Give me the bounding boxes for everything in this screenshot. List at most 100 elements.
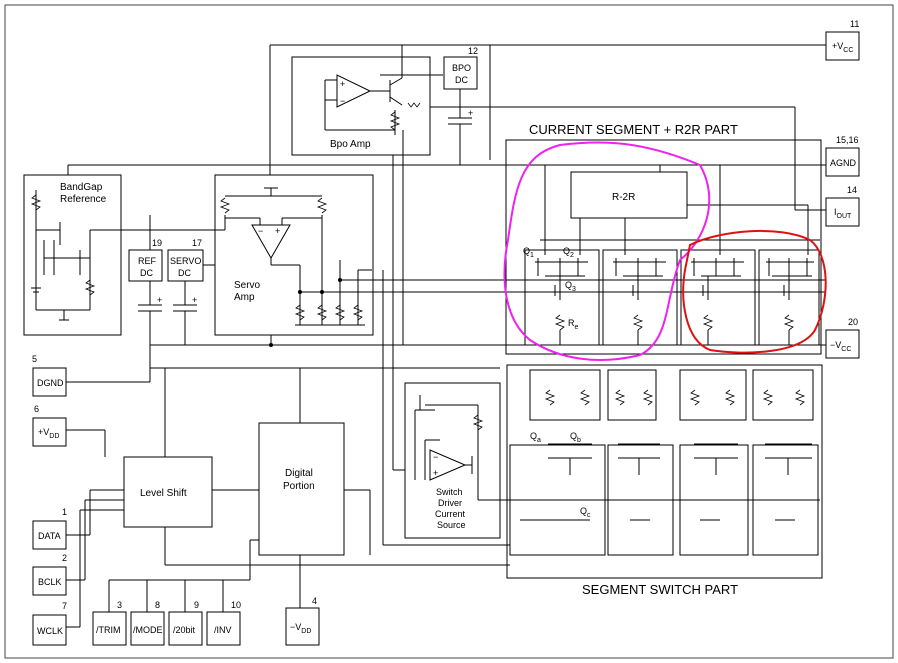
segment-switch-title: SEGMENT SWITCH PART <box>582 582 738 597</box>
pin-label: BCLK <box>38 577 62 587</box>
svg-text:Q3: Q3 <box>565 280 576 293</box>
pin-trim: 3 /TRIM <box>92 600 127 646</box>
digital-label: Digital <box>285 468 313 479</box>
pin-label: AGND <box>830 158 857 168</box>
pin-number: 14 <box>847 185 857 195</box>
pin-sub: DD <box>49 433 59 440</box>
pin-bclk: 2 BCLK <box>32 553 67 596</box>
pin-label: DC <box>140 268 153 278</box>
switch-driver-block: − + Switch Driver Current Source <box>404 382 520 539</box>
pin-vdd-neg: 4 −VDD <box>285 596 320 646</box>
qc-sub: c <box>587 512 591 519</box>
pin-label: WCLK <box>37 626 63 636</box>
svg-text:Q2: Q2 <box>563 246 574 259</box>
pin-iout: 14 IOUT <box>825 185 860 227</box>
qb-label: Q <box>570 431 577 441</box>
bandgap-label: Reference <box>60 194 107 205</box>
svg-text:Re: Re <box>568 318 579 331</box>
pin-label: /TRIM <box>96 625 121 635</box>
svg-text:Qc: Qc <box>580 506 591 519</box>
pin-number: 19 <box>152 238 162 248</box>
outer-frame <box>4 4 894 659</box>
re-label: R <box>568 318 575 328</box>
switch-driver-label: Source <box>437 520 466 530</box>
svg-text:−: − <box>340 96 345 106</box>
pin-number: 7 <box>62 601 67 611</box>
segment-switch-section: SEGMENT SWITCH PART <box>506 364 823 597</box>
current-segment-section: CURRENT SEGMENT + R2R PART R-2R <box>505 122 822 355</box>
digital-label: Portion <box>283 481 315 492</box>
pin-number: 4 <box>312 596 317 606</box>
pin-number: 20 <box>848 317 858 327</box>
pin-label: DATA <box>38 531 61 541</box>
pin-label: DC <box>178 268 191 278</box>
bpo-amp-label: Bpo Amp <box>330 139 371 150</box>
current-cell-2 <box>602 249 678 346</box>
svg-text:−VDD: −VDD <box>290 622 311 635</box>
pin-number: 3 <box>117 600 122 610</box>
pin-label: DC <box>455 75 468 85</box>
svg-text:−VCC: −VCC <box>830 340 851 353</box>
svg-text:IOUT: IOUT <box>834 207 852 220</box>
bandgap-label: BandGap <box>60 182 103 193</box>
pin-number: 10 <box>231 600 241 610</box>
servo-amp-label: Amp <box>234 292 255 303</box>
pin-number: 1 <box>62 507 67 517</box>
red-highlight <box>682 229 827 354</box>
qa-sub: a <box>537 437 541 444</box>
pin-label: −V <box>830 340 841 350</box>
pin-number: 5 <box>32 354 37 364</box>
level-shift-block: Level Shift <box>123 456 213 528</box>
current-cell-1 <box>524 249 600 346</box>
pin-inv: 10 /INV <box>206 600 241 646</box>
pin-number: 17 <box>192 238 202 248</box>
svg-text:+: + <box>433 468 438 478</box>
digital-wires <box>66 429 371 628</box>
pin-sub: CC <box>841 346 851 353</box>
pin-label: /MODE <box>133 625 163 635</box>
current-cell-4 <box>758 249 820 346</box>
bpo-amp-block: + − Bpo Amp <box>291 56 443 156</box>
current-cell-3 <box>680 249 756 346</box>
svg-text:−: − <box>433 452 438 462</box>
pin-label: SERVO <box>170 256 201 266</box>
pin-number: 12 <box>468 46 478 56</box>
pin-number: 9 <box>194 600 199 610</box>
qa-label: Q <box>530 431 537 441</box>
switch-driver-label: Current <box>435 509 466 519</box>
svg-text:−: − <box>258 226 263 236</box>
pin-number: 11 <box>850 19 859 29</box>
svg-text:Qb: Qb <box>570 431 581 444</box>
pin-number: 8 <box>155 600 160 610</box>
svg-text:+: + <box>340 79 345 89</box>
pin-label: +V <box>38 427 49 437</box>
switch-driver-label: Driver <box>438 498 462 508</box>
level-shift-label: Level Shift <box>140 488 187 499</box>
pin-sub: CC <box>843 47 853 54</box>
bpo-dc-pin: 12 BPO DC + <box>443 46 478 140</box>
magenta-highlight <box>503 141 711 361</box>
servo-amp-block: Servo Amp − + <box>150 174 826 347</box>
pin-number: 6 <box>34 404 39 414</box>
re-sub: e <box>575 324 579 331</box>
svg-text:+: + <box>275 226 280 236</box>
q3-label: Q <box>565 280 572 290</box>
pin-vdd-pos: 6 +VDD <box>32 404 67 447</box>
pin-label: REF <box>138 256 157 266</box>
q2-label: Q <box>563 246 570 256</box>
pin-vcc-neg: 20 −VCC <box>825 317 860 359</box>
svg-text:+VDD: +VDD <box>38 427 59 440</box>
pin-label: DGND <box>37 378 64 388</box>
switch-driver-label: Switch <box>436 487 463 497</box>
pin-label: +V <box>832 41 843 51</box>
servo-dc-pin: 17 SERVO DC + <box>167 238 225 345</box>
pin-label: I <box>834 207 837 217</box>
q1-sub: 1 <box>530 252 534 259</box>
svg-text:+: + <box>157 295 162 305</box>
pin-label: BPO <box>452 63 471 73</box>
pin-wclk: 7 WCLK <box>32 601 67 646</box>
servo-amp-label: Servo <box>234 280 261 291</box>
pin-sub: DD <box>301 628 311 635</box>
pin-agnd: 15,16 AGND <box>825 135 860 177</box>
